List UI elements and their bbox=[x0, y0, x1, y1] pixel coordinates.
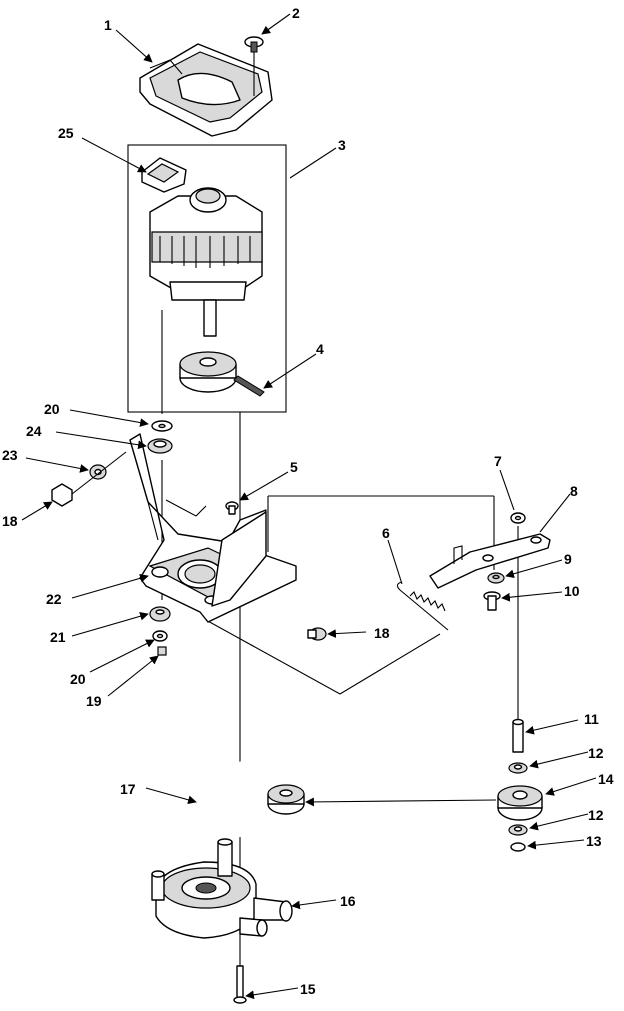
part-12-bearing-top bbox=[508, 762, 528, 774]
callout-3: 3 bbox=[338, 137, 346, 153]
callout-7: 7 bbox=[494, 453, 502, 469]
motor bbox=[149, 187, 263, 337]
callout-16: 16 bbox=[340, 893, 356, 909]
part-8-idler-arm bbox=[429, 533, 551, 589]
part-16-pump bbox=[151, 838, 293, 939]
part-11-pin bbox=[512, 718, 524, 753]
part-20-washer-bottom bbox=[152, 630, 168, 642]
callout-18-right: 18 bbox=[374, 625, 390, 641]
part-18-bolt-left bbox=[51, 451, 127, 507]
callout-14: 14 bbox=[598, 771, 614, 787]
part-13-e-clip bbox=[510, 842, 526, 852]
callout-19: 19 bbox=[86, 693, 102, 709]
callout-labels: 1 2 3 25 4 20 24 23 18 5 6 7 8 9 10 22 2… bbox=[2, 5, 614, 997]
part-3-motor-assembly-frame bbox=[127, 144, 287, 413]
transmission-pulley bbox=[267, 784, 305, 815]
callout-15: 15 bbox=[300, 981, 316, 997]
callout-23: 23 bbox=[2, 447, 18, 463]
callout-20-bottom: 20 bbox=[70, 671, 86, 687]
callout-8: 8 bbox=[570, 483, 578, 499]
part-15-bolt bbox=[233, 965, 247, 1004]
callout-22: 22 bbox=[46, 591, 62, 607]
part-25-clip bbox=[141, 157, 187, 193]
part-5-screw bbox=[225, 501, 239, 515]
part-7-washer bbox=[510, 512, 526, 524]
part-18-bolt-right bbox=[307, 627, 327, 641]
part-12-bearing-bottom bbox=[508, 824, 528, 836]
part-21-grommet bbox=[149, 606, 171, 622]
leader-lines bbox=[21, 13, 597, 1000]
part-22-mounting-bracket bbox=[129, 433, 297, 623]
callout-24: 24 bbox=[26, 423, 42, 439]
callout-6: 6 bbox=[382, 525, 390, 541]
callout-10: 10 bbox=[564, 583, 580, 599]
part-6-spring bbox=[396, 581, 449, 631]
callout-20-top: 20 bbox=[44, 401, 60, 417]
part-24-grommet bbox=[147, 438, 173, 454]
part-23-nut bbox=[89, 464, 107, 480]
callout-1: 1 bbox=[104, 17, 112, 33]
part-17-drive-belt bbox=[198, 729, 360, 839]
callout-17: 17 bbox=[120, 781, 136, 797]
callout-2: 2 bbox=[292, 5, 300, 21]
callout-25: 25 bbox=[58, 125, 74, 141]
callout-13: 13 bbox=[586, 833, 602, 849]
callout-18-left: 18 bbox=[2, 513, 18, 529]
part-9-nut bbox=[487, 572, 505, 584]
callout-21: 21 bbox=[50, 629, 66, 645]
part-19-nut bbox=[157, 646, 167, 656]
callout-4: 4 bbox=[316, 341, 324, 357]
part-10-shoulder-screw bbox=[483, 591, 501, 611]
part-1-motor-cover bbox=[139, 43, 273, 137]
callout-12-top: 12 bbox=[588, 745, 604, 761]
part-20-washer-top bbox=[151, 420, 173, 432]
part-14-idler-pulley bbox=[497, 785, 543, 821]
part-4-motor-pulley bbox=[179, 351, 265, 397]
callout-11: 11 bbox=[584, 711, 599, 727]
part-2-screw bbox=[244, 36, 264, 53]
callout-9: 9 bbox=[564, 551, 572, 567]
callout-5: 5 bbox=[290, 459, 298, 475]
callout-12-bottom: 12 bbox=[588, 807, 604, 823]
